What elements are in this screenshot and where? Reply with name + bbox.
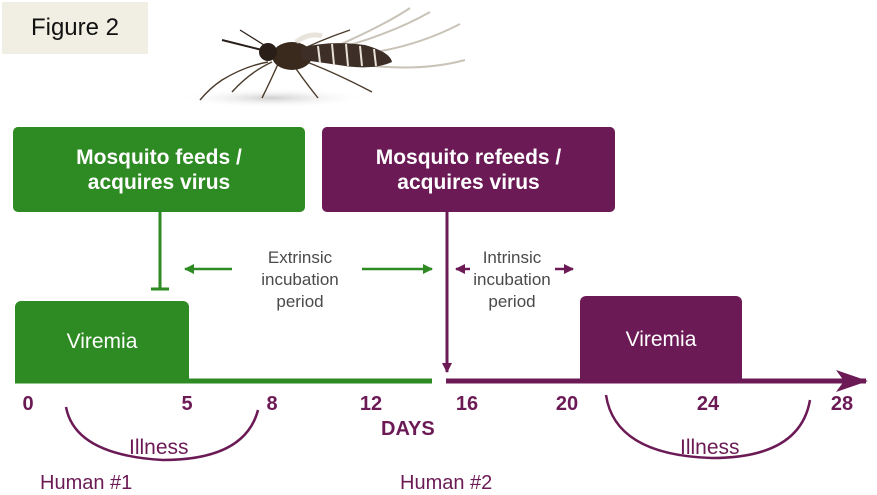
tick-label-16: 16 xyxy=(447,393,487,416)
tick-label-20: 20 xyxy=(547,393,587,416)
tick-label-28: 28 xyxy=(822,393,862,416)
tick-label-12: 12 xyxy=(351,393,391,416)
mosquito-feeds-box: Mosquito feeds / acquires virus xyxy=(13,127,305,212)
axis-title-days: DAYS xyxy=(381,418,435,441)
viremia-human2-label: Viremia xyxy=(626,328,697,352)
tick-label-0: 0 xyxy=(8,393,48,416)
illness-human2-label: Illness xyxy=(680,436,740,460)
tick-label-8: 8 xyxy=(252,393,292,416)
viremia-human1-bar: Viremia xyxy=(15,301,189,383)
illness-human1-label: Illness xyxy=(129,436,189,460)
intrinsic-incubation-caption: Intrinsic incubation period xyxy=(452,247,572,313)
viremia-human1-label: Viremia xyxy=(67,330,138,354)
mosquito-refeeds-text: Mosquito refeeds / acquires virus xyxy=(376,145,562,195)
mosquito-feeds-text: Mosquito feeds / acquires virus xyxy=(76,145,242,195)
mosquito-refeeds-box: Mosquito refeeds / acquires virus xyxy=(322,127,615,212)
extrinsic-incubation-caption: Extrinsic incubation period xyxy=(240,247,360,313)
tick-label-24: 24 xyxy=(688,393,728,416)
human-2-label: Human #2 xyxy=(400,472,492,495)
viremia-human2-bar: Viremia xyxy=(580,296,742,383)
mosquito-illustration xyxy=(177,8,465,108)
tick-label-5: 5 xyxy=(167,393,207,416)
human-1-label: Human #1 xyxy=(40,472,132,495)
